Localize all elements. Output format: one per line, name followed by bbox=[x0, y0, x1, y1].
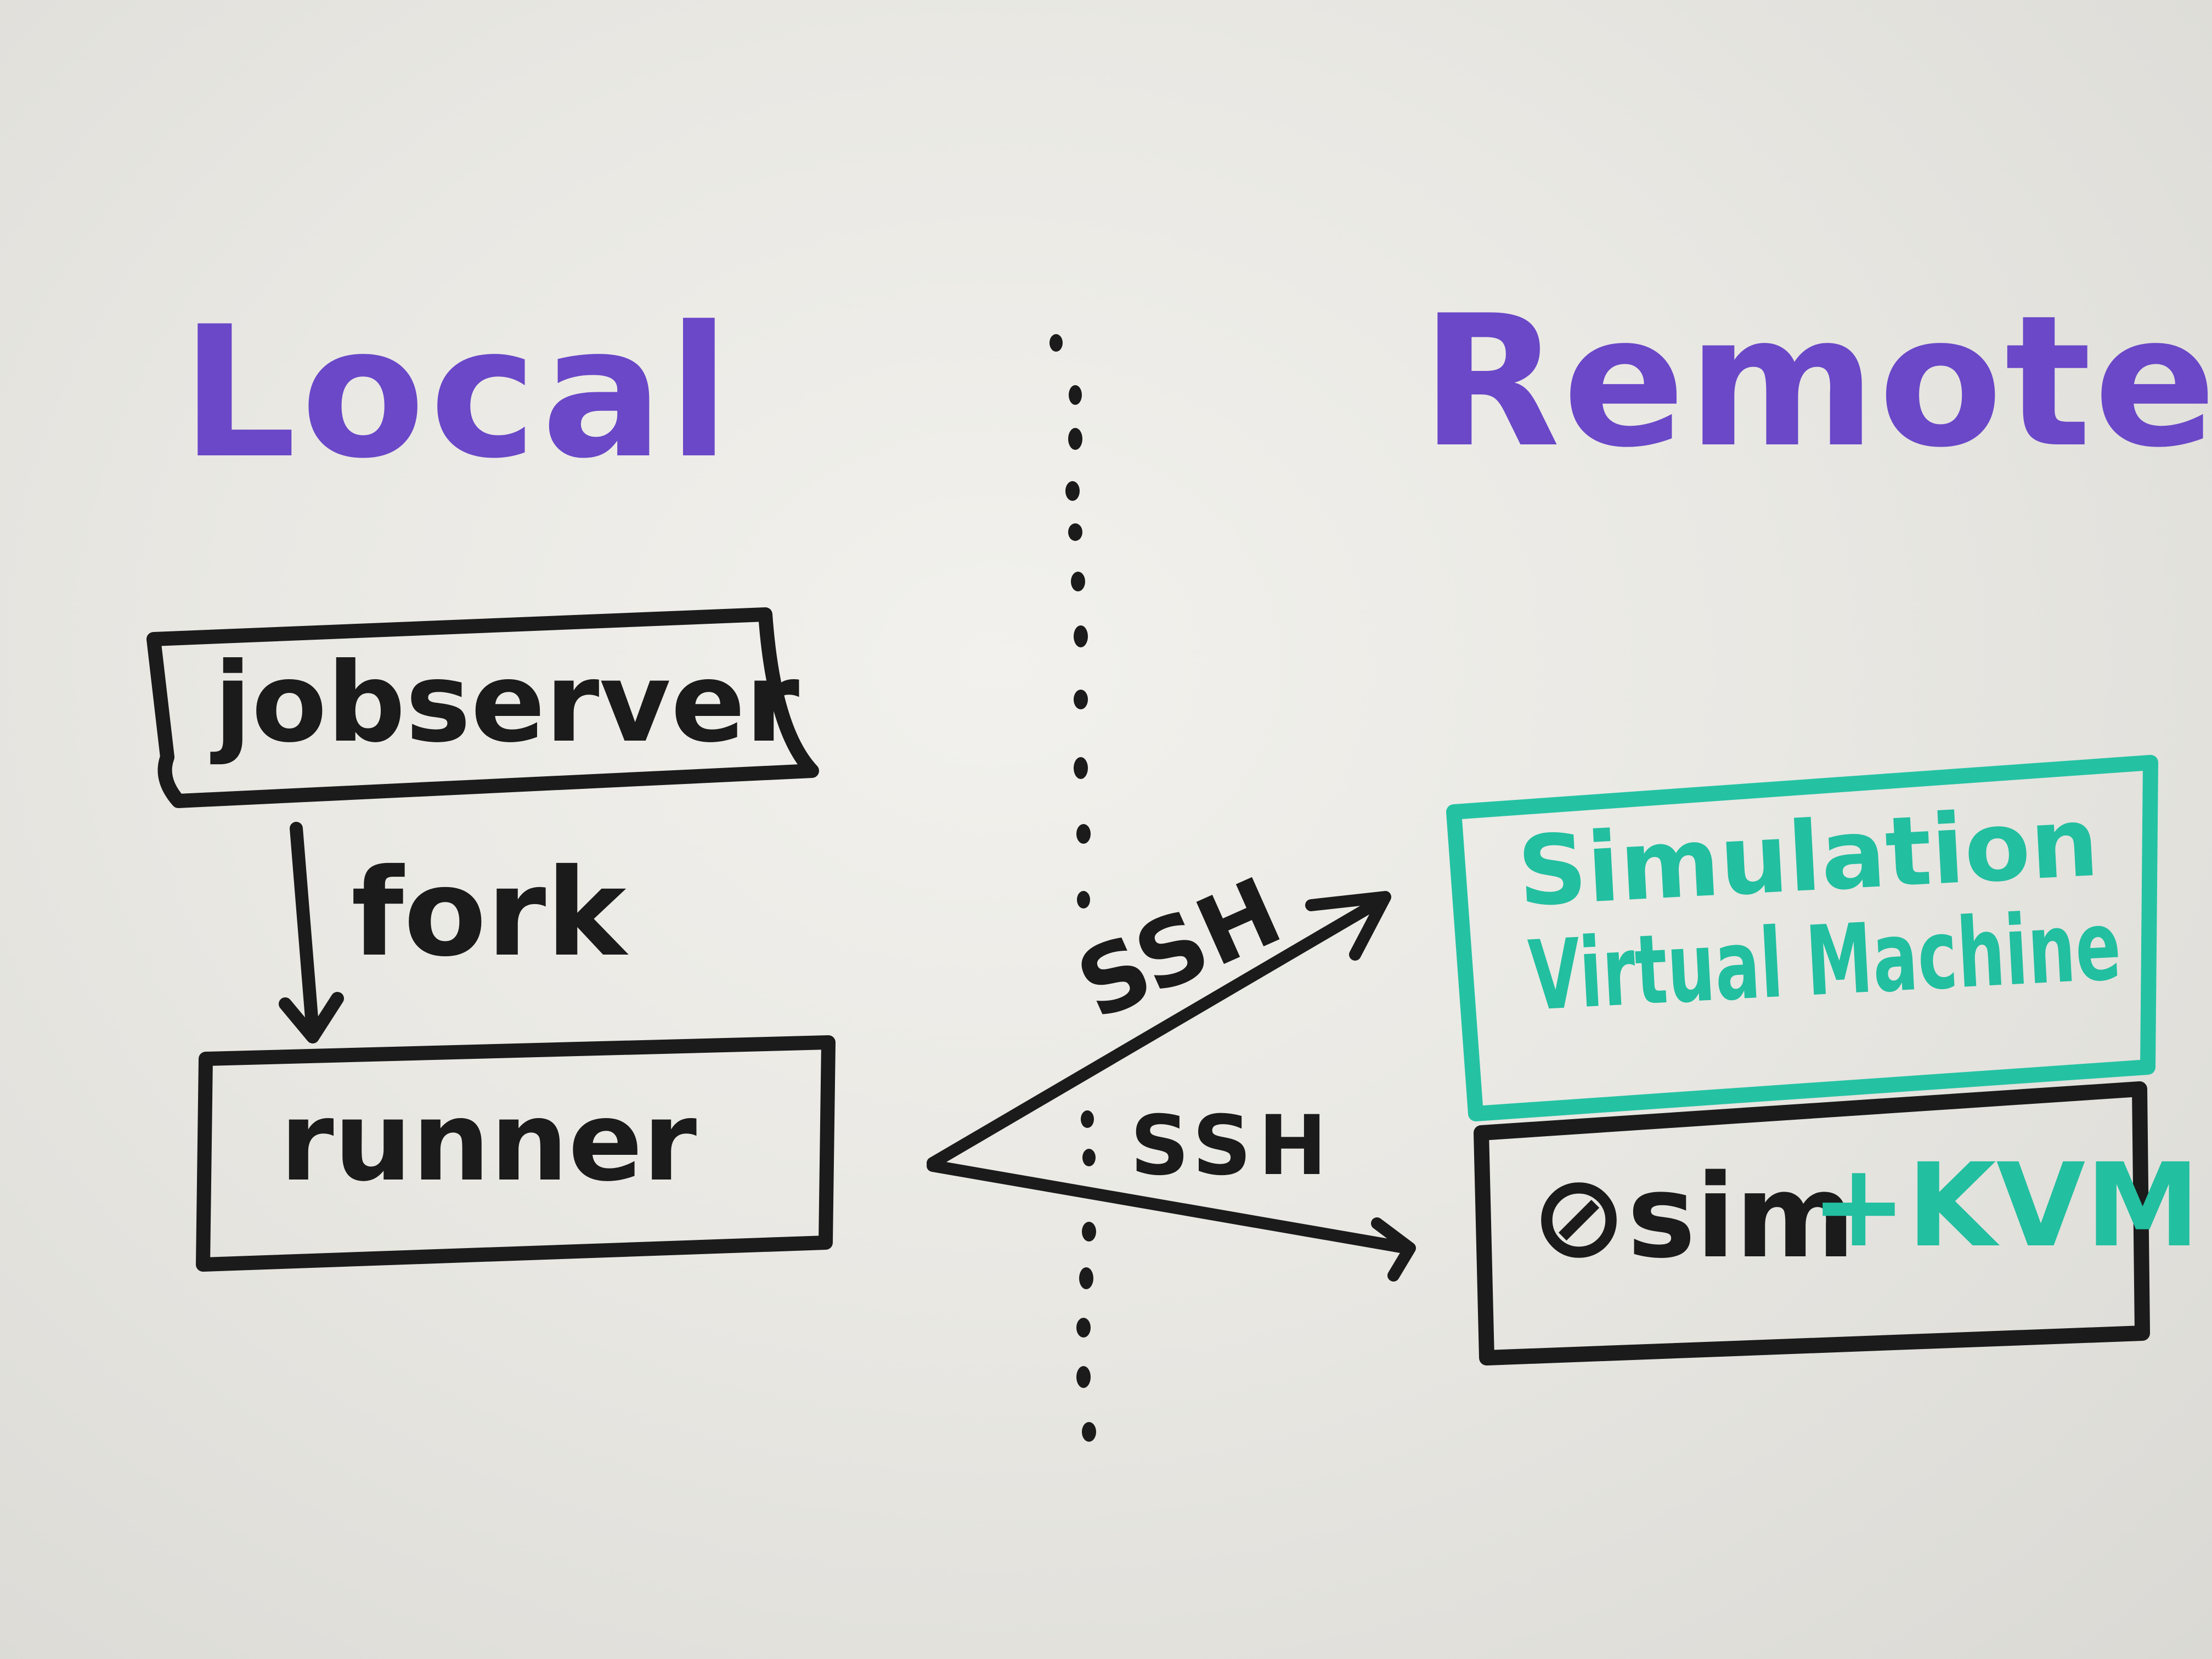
osim-kvm-box bbox=[1474, 1081, 2150, 1365]
ssh-lower-arrow bbox=[927, 1160, 1416, 1282]
local-heading: Local bbox=[181, 287, 734, 498]
runner-label: runner bbox=[280, 1078, 697, 1206]
jobserver-box bbox=[146, 607, 819, 808]
jobserver-label: jobserver bbox=[210, 639, 799, 767]
kvm-label: +KVM bbox=[1810, 1138, 2200, 1273]
remote-heading: Remote bbox=[1421, 276, 2212, 487]
fork-arrow bbox=[279, 822, 344, 1043]
fork-label: fork bbox=[351, 843, 629, 983]
simulation-vm-box bbox=[1446, 755, 2158, 1121]
osim-label: ⊘sim bbox=[1531, 1149, 1855, 1284]
ssh-lower-label: SSH bbox=[1130, 1098, 1334, 1194]
local-remote-divider bbox=[1049, 334, 1096, 1442]
ssh-upper-arrow bbox=[927, 891, 1391, 1169]
runner-box bbox=[196, 1035, 836, 1272]
